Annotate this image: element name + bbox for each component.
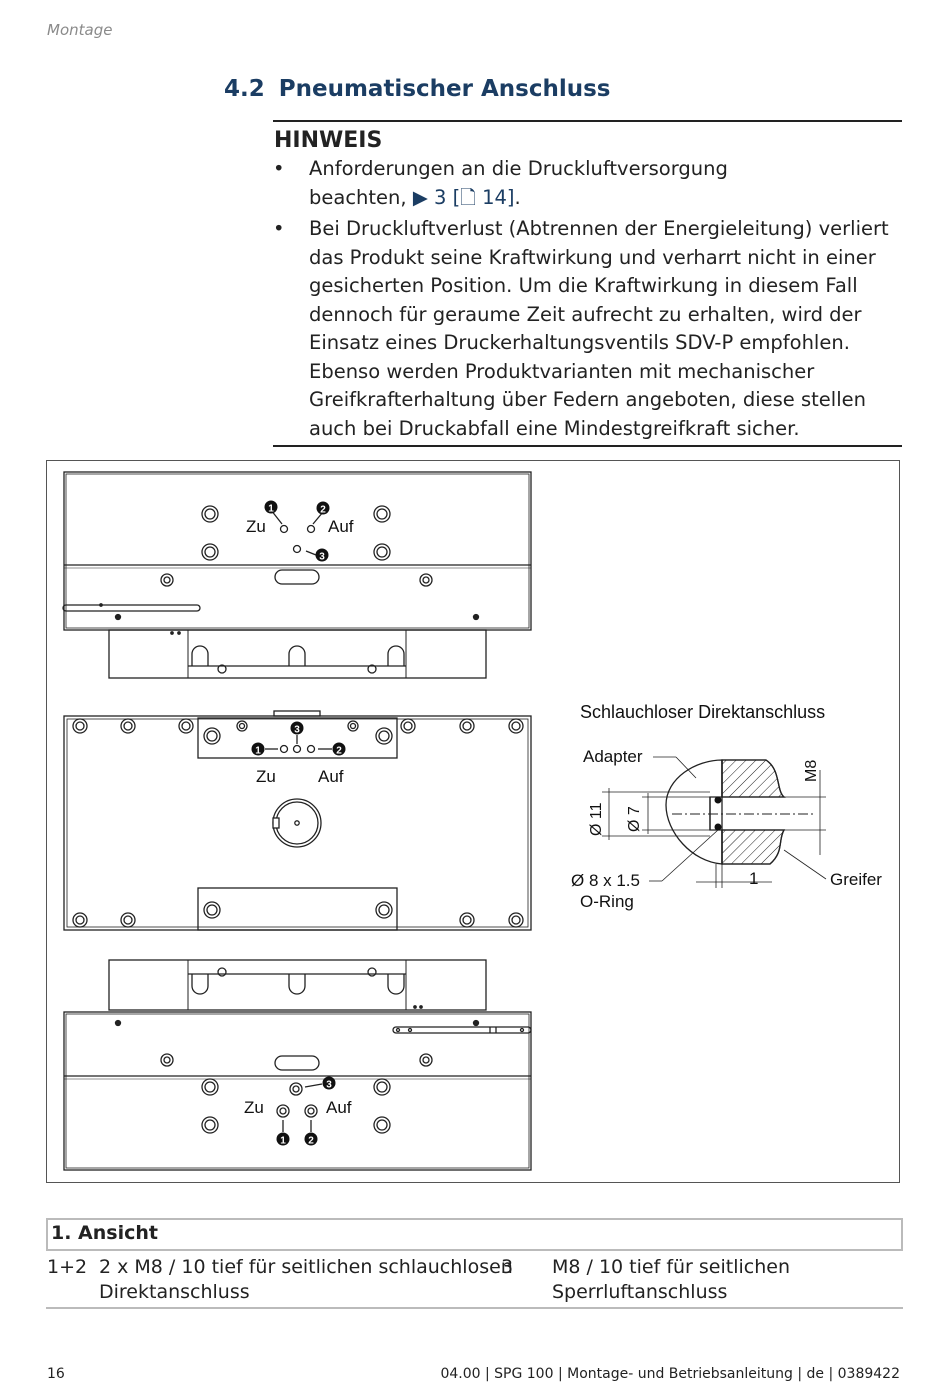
marker-1: 1 xyxy=(280,1136,286,1147)
marker-2: 2 xyxy=(336,746,342,757)
gap-label: 1 xyxy=(749,869,758,888)
notice-bottom-rule xyxy=(273,445,902,447)
legend-header-box xyxy=(46,1218,903,1251)
legend-bottom-rule xyxy=(46,1307,903,1309)
notice-item-2-line: dennoch für geraume Zeit aufrecht zu erh… xyxy=(309,302,862,326)
legend-key: 3 xyxy=(501,1256,514,1278)
diameter-7-label: Ø 7 xyxy=(626,806,643,832)
label-close: Zu xyxy=(256,767,276,786)
notice-item-2-line: Bei Druckluftverlust (Abtrennen der Ener… xyxy=(309,217,889,240)
marker-2: 2 xyxy=(308,1136,314,1147)
section-number: 4.2 xyxy=(224,76,265,102)
gripper-label: Greifer xyxy=(830,870,882,889)
notice-item-1-line-2: beachten, ▶ 3 [🗋 14]. xyxy=(309,185,521,209)
notice-item-2-line: Greifkrafterhaltung über Federn angebote… xyxy=(309,388,866,411)
label-open: Auf xyxy=(318,767,344,786)
legend-description: M8 / 10 tief für seitlichen Sperrluftans… xyxy=(552,1256,791,1303)
direct-connection-detail: Schlauchloser Direktanschluss Adapter xyxy=(571,702,882,911)
diameter-11-label: Ø 11 xyxy=(588,802,605,836)
bullet-icon: • xyxy=(273,157,285,180)
marker-1: 1 xyxy=(268,504,274,515)
notice-item-2-line: Einsatz eines Druckerhaltungsventils SDV… xyxy=(309,331,850,354)
notice-title: HINWEIS xyxy=(274,128,383,153)
detail-title: Schlauchloser Direktanschluss xyxy=(580,702,825,722)
marker-1: 1 xyxy=(255,746,261,757)
page-number: 16 xyxy=(47,1366,65,1382)
label-close: Zu xyxy=(246,517,266,536)
label-open: Auf xyxy=(326,1098,352,1117)
figure-frame xyxy=(46,460,900,1183)
notice-top-rule xyxy=(273,120,902,122)
legend-description: 2 x M8 / 10 tief für seitlichen schlauch… xyxy=(99,1256,513,1303)
legend-title: 1. Ansicht xyxy=(51,1222,158,1244)
marker-3: 3 xyxy=(294,725,300,736)
marker-3: 3 xyxy=(319,552,325,563)
section-title-text: Pneumatischer Anschluss xyxy=(278,76,611,102)
legend-key: 1+2 xyxy=(47,1256,88,1278)
notice-item-2-line: Ebenso werden Produktvarianten mit mecha… xyxy=(309,359,815,383)
adapter-label: Adapter xyxy=(583,747,643,766)
oring-size-label: Ø 8 x 1.5 xyxy=(571,871,640,890)
thread-label: M8 xyxy=(803,760,820,782)
marker-2: 2 xyxy=(320,505,326,516)
gripper-side-view: 1 2 3 Zu Auf xyxy=(63,710,532,931)
notice-item-2-line: das Produkt seine Kraftwirkung und verha… xyxy=(309,245,876,269)
pneumatic-connection-drawing: 1 2 3 Zu Auf xyxy=(62,471,882,1171)
running-header: Montage xyxy=(47,21,113,39)
label-close: Zu xyxy=(244,1098,264,1117)
section-heading: 4.2 Pneumatischer Anschluss xyxy=(224,76,610,102)
cross-reference-link[interactable]: ▶ 3 [🗋 14] xyxy=(412,185,515,209)
gripper-bottom-view: 3 1 2 Zu Auf xyxy=(63,959,532,1171)
label-open: Auf xyxy=(328,517,354,536)
marker-3: 3 xyxy=(326,1080,332,1091)
notice-item-2-line: auch bei Druckabfall eine Mindestgreifkr… xyxy=(309,416,800,440)
oring-label: O-Ring xyxy=(580,892,634,911)
gripper-top-view: 1 2 3 Zu Auf xyxy=(62,471,532,679)
footer-info: 04.00 | SPG 100 | Montage- und Betriebsa… xyxy=(440,1366,900,1382)
notice-item-1-line-1: Anforderungen an die Druckluftversorgung xyxy=(309,157,728,180)
bullet-icon: • xyxy=(273,217,285,240)
notice-item-2-line: gesicherten Position. Um die Kraftwirkun… xyxy=(309,274,858,297)
